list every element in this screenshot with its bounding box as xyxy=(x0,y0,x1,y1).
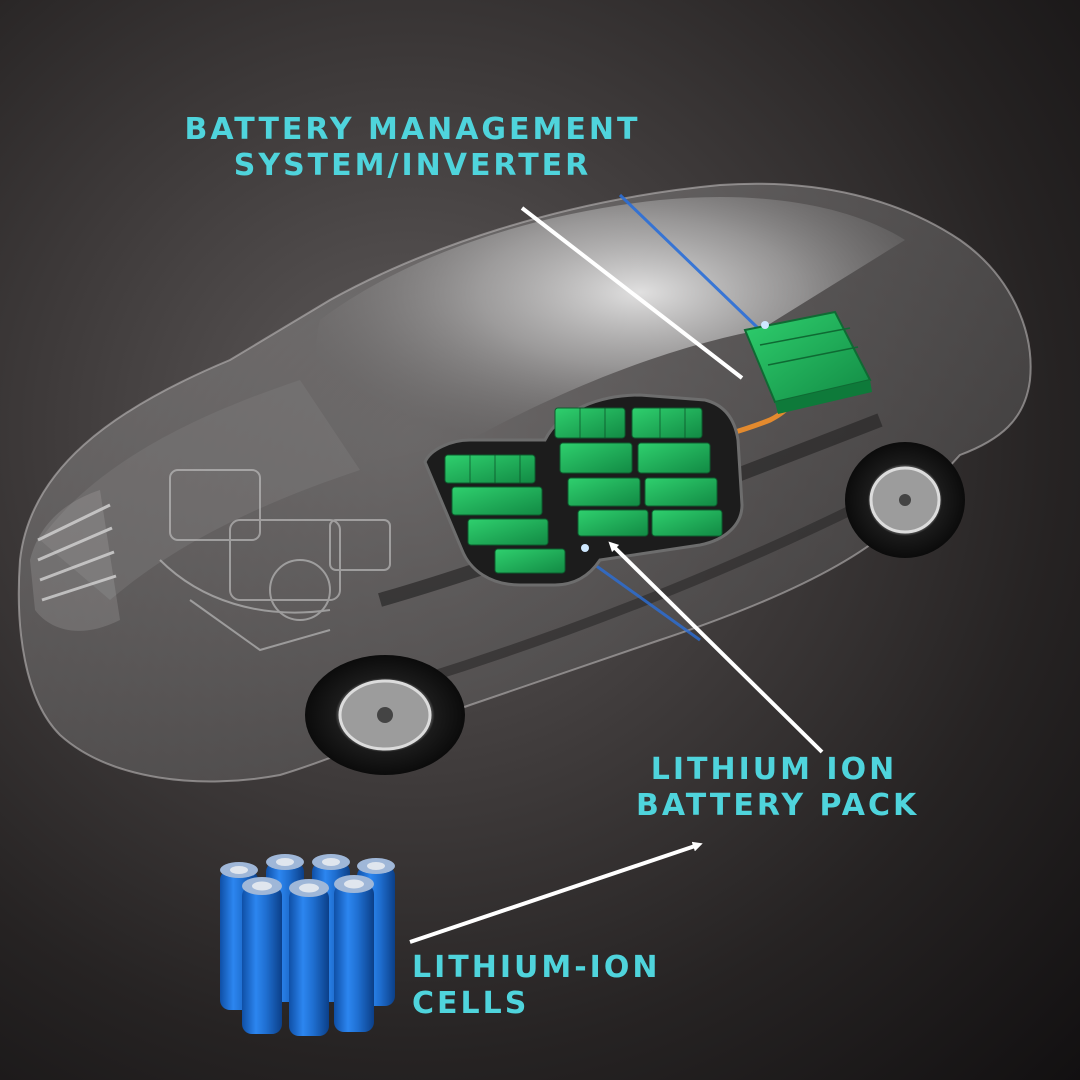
pack-pointer-arrow xyxy=(608,541,824,754)
bms-inverter-icon xyxy=(743,310,872,414)
rear-wheel xyxy=(845,442,965,558)
label-pack-line2: BATTERY PACK xyxy=(636,788,920,823)
bms-pointer-line xyxy=(520,206,744,380)
front-wheel xyxy=(305,655,465,775)
label-pack-line1: LITHIUM ION xyxy=(650,752,898,787)
label-lithium-ion-cells: LITHIUM-ION CELLS xyxy=(412,950,660,1022)
label-cells-line2: CELLS xyxy=(412,986,530,1021)
lithium-ion-cell-icon xyxy=(220,854,395,1036)
cells-pointer-arrow xyxy=(409,841,703,944)
label-bms-line2: SYSTEM/INVERTER xyxy=(233,148,592,183)
battery-pack-icon xyxy=(423,393,744,587)
label-battery-management-system: BATTERY MANAGEMENT SYSTEM/INVERTER xyxy=(180,112,645,184)
label-cells-line1: LITHIUM-ION xyxy=(412,950,661,985)
label-bms-line1: BATTERY MANAGEMENT xyxy=(184,112,641,147)
label-lithium-ion-battery-pack: LITHIUM ION BATTERY PACK xyxy=(636,752,920,824)
